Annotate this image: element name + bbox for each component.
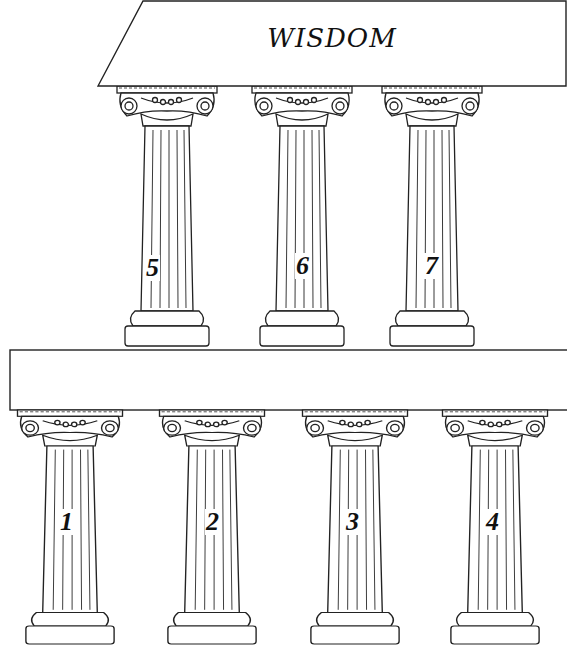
callout-number: 2 xyxy=(205,509,220,535)
roof-shape xyxy=(98,1,566,86)
roof-pediment: WISDOM xyxy=(97,0,567,87)
callout-number: 5 xyxy=(145,255,160,281)
callout-number: 1 xyxy=(59,509,74,535)
callout-number: 6 xyxy=(295,253,310,279)
callout-number: 4 xyxy=(485,509,500,535)
callout-number: 3 xyxy=(345,509,360,535)
roof-title: WISDOM xyxy=(97,23,567,53)
callout-number: 7 xyxy=(424,253,439,279)
